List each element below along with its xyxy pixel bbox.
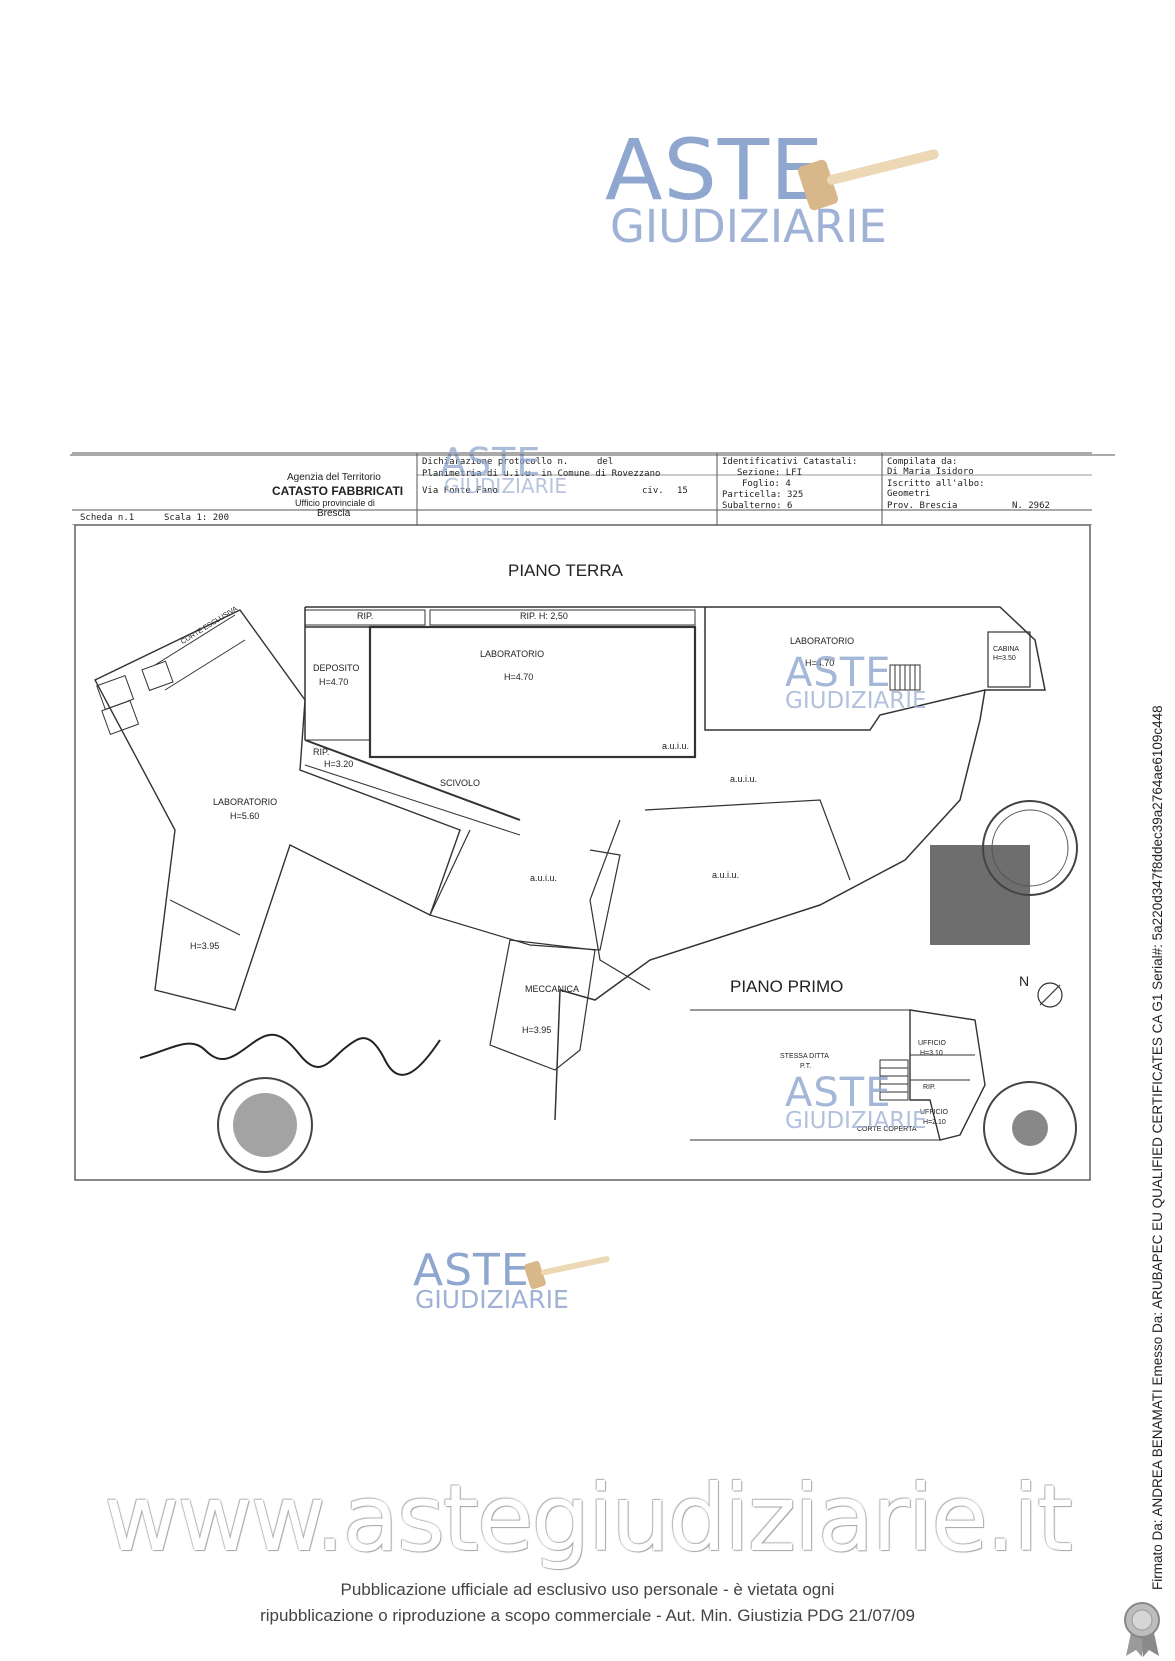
compilatore: Di Maria Isidoro (887, 467, 974, 477)
civ-label: civ. (642, 486, 664, 496)
room-deposito: DEPOSITO (313, 663, 360, 673)
room-stessa-ditta-pt: P.T. (800, 1063, 812, 1070)
via-label: Via Fonte Fano (422, 486, 498, 496)
digital-signature-text: Firmato Da: ANDREA BENAMATI Emesso Da: A… (1150, 705, 1165, 1590)
gavel-icon (524, 1256, 610, 1290)
header-lines (72, 452, 1092, 525)
website-watermark: www.astegiudiziarie.it (104, 1465, 1073, 1572)
room-deposito-h: H=4.70 (319, 677, 349, 687)
room-corte-coperta: CORTE COPERTA (857, 1126, 917, 1133)
scala: Scala 1: 200 (164, 513, 230, 523)
sezione: Sezione: LFI (737, 468, 803, 478)
room-laboratorio-center-h: H=4.70 (504, 672, 534, 682)
footer-line-2: ripubblicazione o riproduzione a scopo c… (260, 1606, 915, 1625)
room-laboratorio-left: LABORATORIO (213, 797, 278, 807)
room-ufficio-bottom-h: H=2.10 (923, 1119, 946, 1126)
room-laboratorio-right-h: H=4.70 (805, 658, 835, 668)
logo-giudiziarie-text: GIUDIZIARIE (415, 1285, 569, 1314)
agency-name: Agenzia del Territorio (287, 472, 381, 483)
room-rip-small: RIP. (313, 747, 330, 757)
room-laboratorio-center: LABORATORIO (480, 649, 545, 659)
room-auiu-top: a.u.i.u. (662, 741, 690, 751)
room-auiu-right: a.u.i.u. (730, 774, 758, 784)
room-rip-h250: RIP. H: 2,50 (520, 611, 568, 621)
subalterno: Subalterno: 6 (722, 501, 793, 511)
iscritto-label: Iscritto all'albo: (887, 479, 985, 489)
piano-terra-title: PIANO TERRA (508, 561, 623, 580)
certificate-badge-icon (1124, 1602, 1160, 1657)
room-meccanica: MECCANICA (525, 984, 580, 994)
gavel-icon (797, 149, 939, 211)
room-stessa-ditta: STESSA DITTA (780, 1053, 829, 1060)
room-scivolo: SCIVOLO (440, 778, 481, 788)
albo: Geometri (887, 489, 931, 499)
logo-aste-text: ASTE (413, 1245, 530, 1296)
logo-giudiziarie-text: GIUDIZIARIE (785, 1108, 927, 1134)
room-h395-left: H=3.95 (190, 941, 220, 951)
piano-primo-title: PIANO PRIMO (730, 977, 844, 996)
room-rip-small-h: H=3.20 (324, 759, 354, 769)
room-auiu-center: a.u.i.u. (530, 873, 558, 883)
foglio: Foglio: 4 (742, 479, 791, 489)
room-rip: RIP. (357, 611, 374, 621)
room-ufficio-bottom: UFFICIO (920, 1109, 948, 1116)
room-ufficio-top: UFFICIO (918, 1040, 946, 1047)
logo-aste-text: ASTE (785, 650, 892, 696)
aste-giudiziarie-logo-top: ASTE GIUDIZIARIE (605, 128, 955, 258)
room-ufficio-top-h: H=3.10 (920, 1050, 943, 1057)
civ-number: 15 (677, 486, 688, 496)
ufficio-label: Ufficio provinciale di (295, 498, 375, 508)
footer-line-1: Pubblicazione ufficiale ad esclusivo uso… (340, 1580, 835, 1599)
planimetria-label: Planimetria di u.i.u. in Comune di Rovez… (422, 469, 661, 479)
catasto-title: CATASTO FABBRICATI (272, 484, 404, 498)
particella: Particella: 325 (722, 490, 804, 500)
albo-number: N. 2962 (1012, 501, 1050, 511)
logo-giudiziarie-text: GIUDIZIARIE (610, 200, 887, 253)
cadastral-header: Agenzia del Territorio CATASTO FABBRICAT… (72, 445, 1092, 525)
compilata-title: Compilata da: (887, 457, 958, 467)
room-cabina-h: H=3.50 (993, 655, 1016, 662)
scheda-number: Scheda n.1 (80, 513, 135, 523)
room-laboratorio-right: LABORATORIO (790, 636, 855, 646)
logo-aste-text: ASTE (440, 440, 542, 484)
logo-aste-text: ASTE (605, 121, 825, 219)
provincia: Prov. Brescia (887, 501, 958, 511)
room-auiu-mid: a.u.i.u. (712, 870, 740, 880)
north-label: N (1019, 973, 1030, 989)
dichiarazione-label: Dichiarazione protocollo n. (422, 457, 569, 467)
logo-giudiziarie-text: GIUDIZIARIE (785, 688, 927, 714)
room-meccanica-h: H=3.95 (522, 1025, 552, 1035)
room-laboratorio-left-h: H=5.60 (230, 811, 260, 821)
room-rip-pp: RIP. (923, 1084, 936, 1091)
room-cabina: CABINA (993, 646, 1020, 653)
identificativi-title: Identificativi Catastali: (722, 457, 858, 467)
del-label: del (597, 457, 614, 467)
logo-giudiziarie-text: GIUDIZIARIE (444, 474, 568, 498)
city-name: Brescia (317, 508, 351, 519)
logo-aste-text: ASTE (785, 1070, 892, 1116)
